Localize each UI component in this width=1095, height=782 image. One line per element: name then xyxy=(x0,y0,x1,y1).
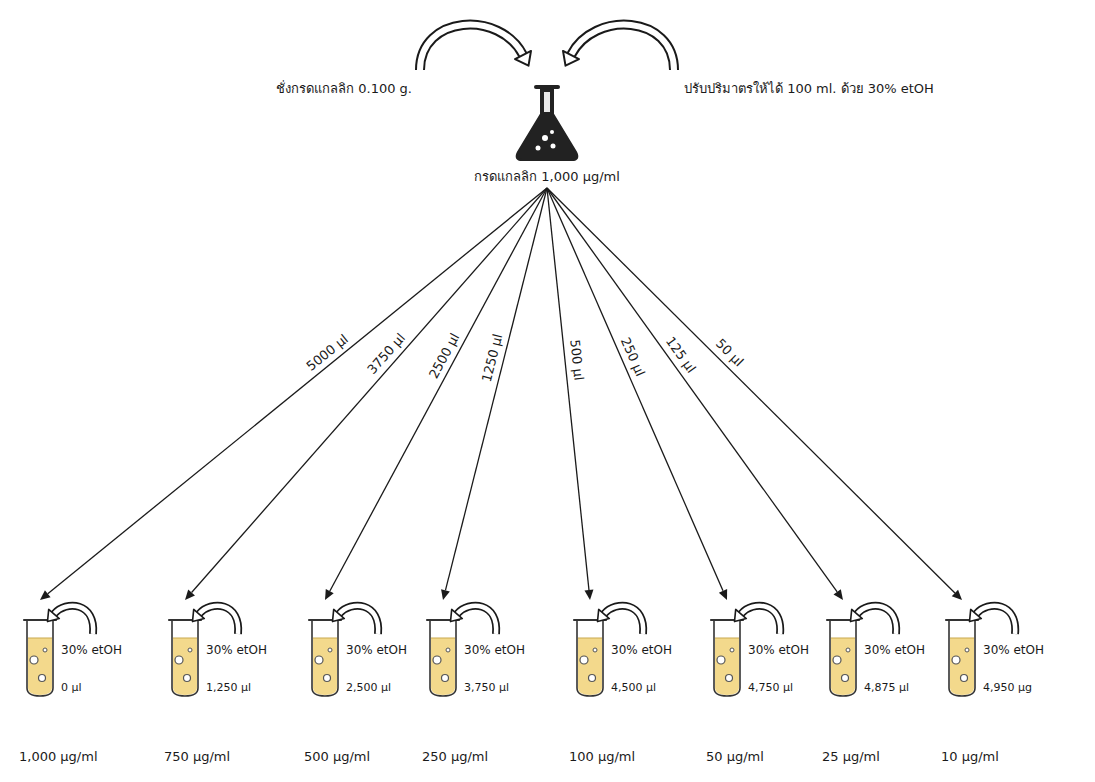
concentration-label: 1,000 μg/ml xyxy=(19,748,98,765)
volume-label: 3,750 μl xyxy=(464,680,509,695)
volume-label: 2,500 μl xyxy=(346,680,391,695)
volume-label: 4,950 μg xyxy=(983,680,1032,695)
arrow-head xyxy=(441,589,450,600)
arrow-head xyxy=(952,590,962,600)
arrow-head xyxy=(719,589,727,600)
solvent-label: 30% etOH xyxy=(864,642,925,658)
volume-label: 1,250 μl xyxy=(206,680,251,695)
connector-line xyxy=(445,188,547,590)
connector-line xyxy=(547,188,955,593)
pour-arrow-left xyxy=(420,25,531,70)
connector-line xyxy=(330,188,547,591)
test-tube-node: 30% etOH 4,750 μl 50 μg/ml xyxy=(708,600,820,772)
test-tube-node: 30% etOH 1,250 μl 750 μg/ml xyxy=(166,600,278,772)
concentration-label: 250 μg/ml xyxy=(422,748,488,765)
connector-arrow xyxy=(40,188,547,600)
test-tube-node: 30% etOH 0 μl 1,000 μg/ml xyxy=(21,600,133,772)
arrow-head xyxy=(834,589,843,600)
pour-arrow-right xyxy=(563,25,674,70)
connector-arrow xyxy=(325,188,547,600)
connector-arrow xyxy=(547,188,727,600)
instruction-text: ปรับปริมาตรให้ได้ 100 ml. ด้วย 30% etOH xyxy=(684,80,1014,98)
solvent-label: 30% etOH xyxy=(464,642,525,658)
connector-arrow xyxy=(185,188,547,600)
solvent-label: 30% etOH xyxy=(206,642,267,658)
volume-label: 4,875 μl xyxy=(864,680,909,695)
concentration-label: 50 μg/ml xyxy=(706,748,764,765)
connector-arrow xyxy=(547,188,962,600)
connector-line xyxy=(547,188,837,592)
solvent-label: 30% etOH xyxy=(983,642,1044,658)
test-tube-node: 30% etOH 4,950 μg 10 μg/ml xyxy=(943,600,1055,772)
volume-transfer-label: 500 μl xyxy=(566,337,587,383)
arrow-head xyxy=(40,590,51,600)
volume-transfer-label: 3750 μl xyxy=(363,329,410,379)
concentration-label: 750 μg/ml xyxy=(164,748,230,765)
test-tube-node: 30% etOH 4,875 μl 25 μg/ml xyxy=(824,600,936,772)
concentration-label: กรดแกลลิก 1,000 μg/ml xyxy=(442,168,652,186)
solvent-label: 30% etOH xyxy=(748,642,809,658)
instruction-text: ชั่งกรดแกลลิก 0.100 g. xyxy=(150,80,412,98)
connector-line xyxy=(547,188,589,590)
volume-label: 4,750 μl xyxy=(748,680,793,695)
flask-node: กรดแกลลิก 1,000 μg/ml xyxy=(442,82,652,186)
concentration-label: 100 μg/ml xyxy=(569,748,635,765)
test-tube-node: 30% etOH 3,750 μl 250 μg/ml xyxy=(424,600,536,772)
volume-transfer-label: 2500 μl xyxy=(424,329,463,383)
arrow-head xyxy=(185,590,195,600)
flask-icon xyxy=(511,82,583,164)
volume-label: 0 μl xyxy=(61,680,82,695)
volume-transfer-label: 1250 μl xyxy=(478,331,507,386)
solvent-label: 30% etOH xyxy=(61,642,122,658)
connector-line xyxy=(547,188,723,591)
concentration-label: 10 μg/ml xyxy=(941,748,999,765)
concentration-label: 25 μg/ml xyxy=(822,748,880,765)
connector-line xyxy=(192,188,547,592)
connector-arrow xyxy=(547,188,593,600)
connector-arrow xyxy=(547,188,843,600)
test-tube-node: 30% etOH 4,500 μl 100 μg/ml xyxy=(571,600,683,772)
solvent-label: 30% etOH xyxy=(611,642,672,658)
arrow-head xyxy=(325,589,334,600)
concentration-label: 500 μg/ml xyxy=(304,748,370,765)
solvent-label: 30% etOH xyxy=(346,642,407,658)
volume-transfer-label: 50 μl xyxy=(710,335,747,372)
test-tube-node: 30% etOH 2,500 μl 500 μg/ml xyxy=(306,600,418,772)
volume-label: 4,500 μl xyxy=(611,680,656,695)
arrow-head xyxy=(584,590,593,600)
connector-arrow xyxy=(441,188,547,600)
connector-line xyxy=(48,188,547,594)
